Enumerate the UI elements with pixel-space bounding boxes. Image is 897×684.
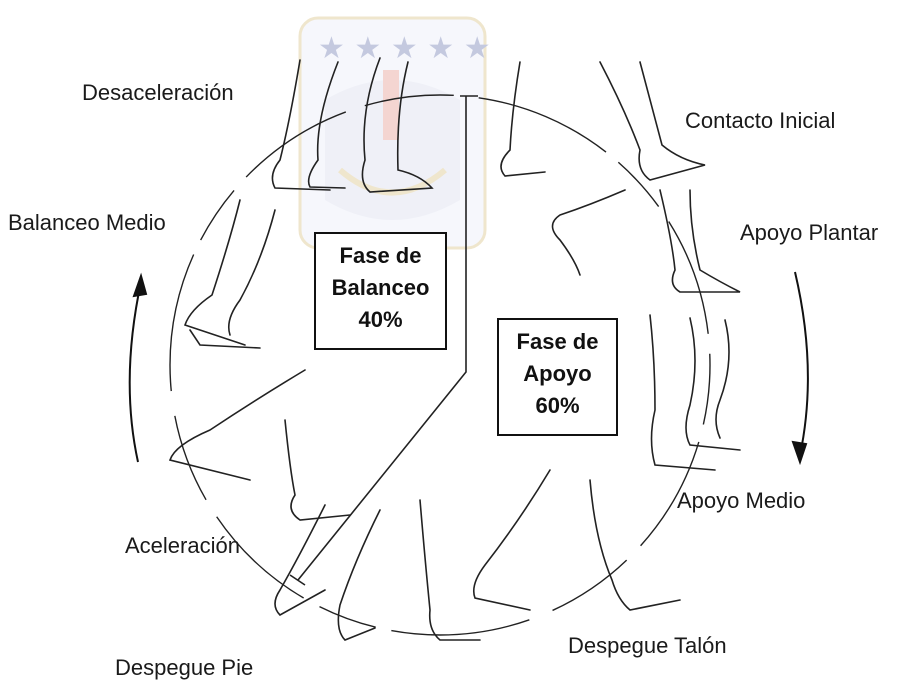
arrow-down-icon xyxy=(793,272,808,462)
swing-phase-line1: Fase de xyxy=(316,240,445,272)
university-crest-watermark: ★ ★ ★ ★ ★ xyxy=(300,18,491,248)
arrow-up-icon xyxy=(130,276,146,462)
label-despegue-pie: Despegue Pie xyxy=(115,655,253,681)
swing-phase-percent: 40% xyxy=(316,304,445,336)
label-apoyo-plantar: Apoyo Plantar xyxy=(740,220,878,246)
label-apoyo-medio: Apoyo Medio xyxy=(677,488,805,514)
swing-phase-line2: Balanceo xyxy=(316,272,445,304)
label-contacto-inicial: Contacto Inicial xyxy=(685,108,835,134)
label-aceleracion: Aceleración xyxy=(125,533,240,559)
svg-text:★ ★ ★ ★ ★: ★ ★ ★ ★ ★ xyxy=(318,31,491,66)
stance-phase-percent: 60% xyxy=(499,390,616,422)
label-desaceleracion: Desaceleración xyxy=(82,80,234,106)
label-despegue-talon: Despegue Talón xyxy=(568,633,727,659)
label-balanceo-medio: Balanceo Medio xyxy=(8,210,166,236)
stance-phase-line2: Apoyo xyxy=(499,358,616,390)
swing-phase-box: Fase de Balanceo 40% xyxy=(314,232,447,350)
stance-phase-line1: Fase de xyxy=(499,326,616,358)
stance-phase-box: Fase de Apoyo 60% xyxy=(497,318,618,436)
